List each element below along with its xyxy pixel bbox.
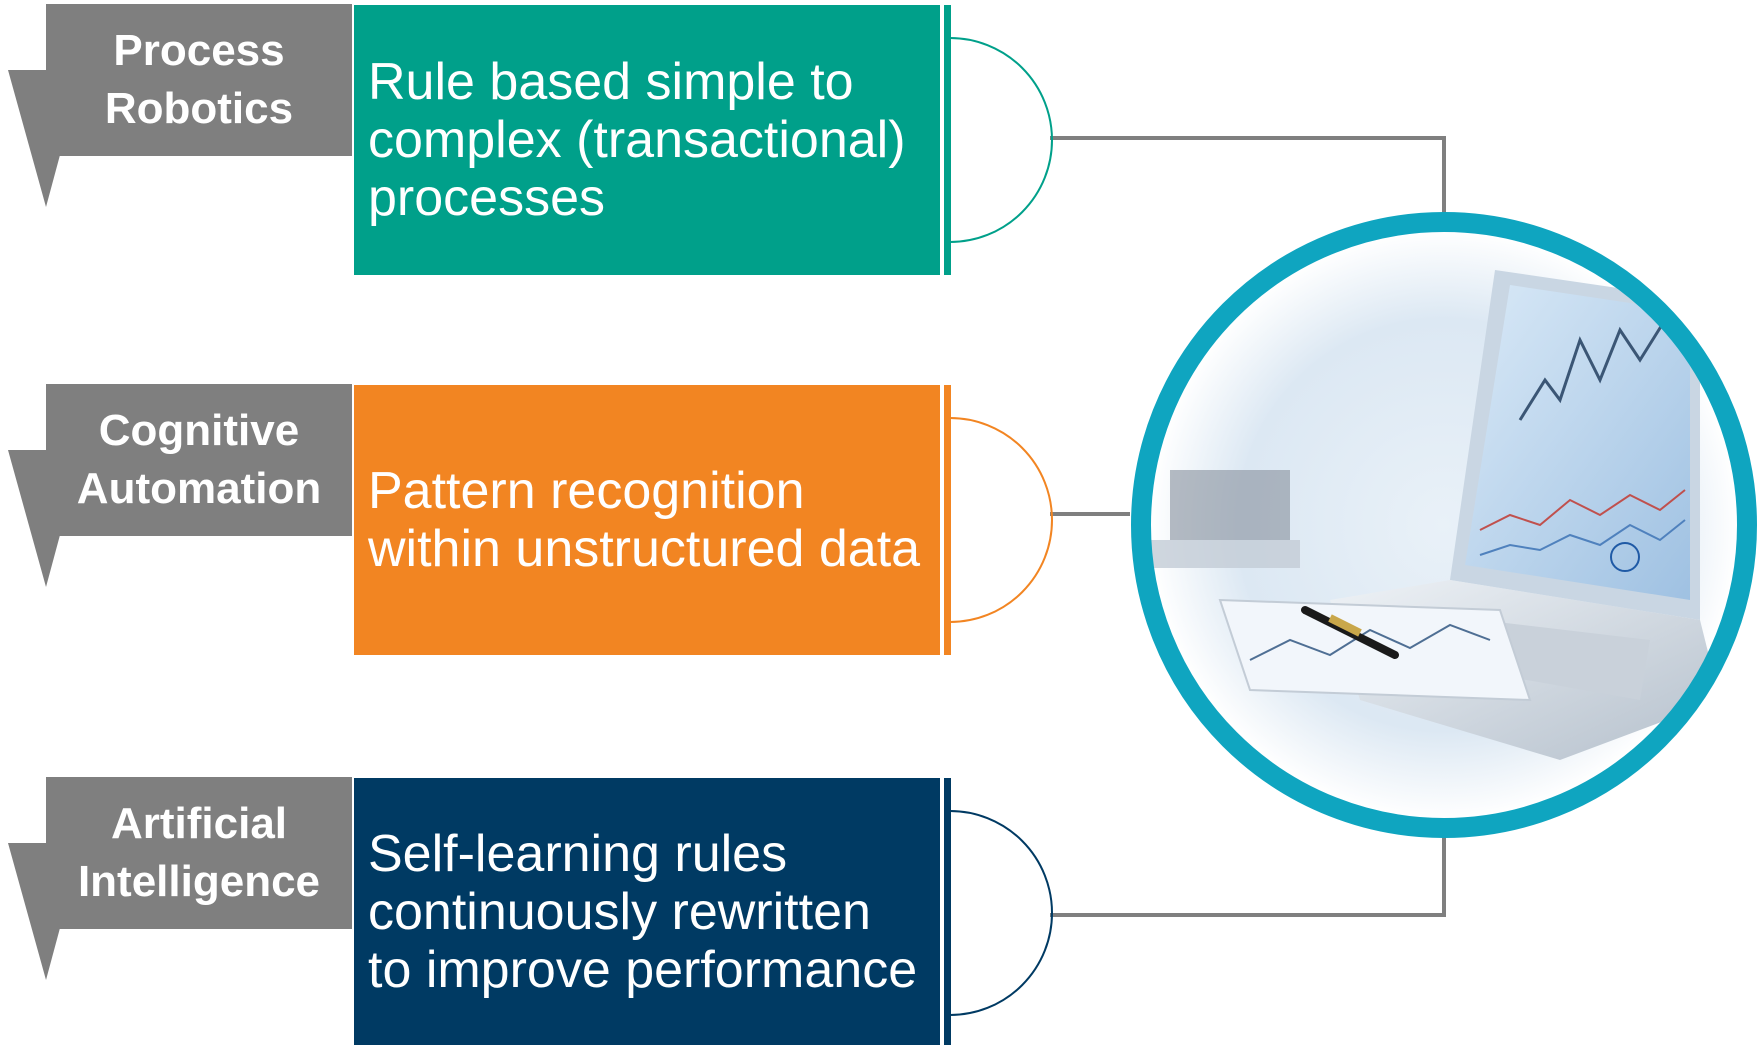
box-description: Self-learning rules continuously rewritt… [368, 825, 917, 999]
box-cognitive-automation: Pattern recognition within unstructured … [354, 385, 940, 655]
box-description: Pattern recognition within unstructured … [368, 462, 920, 578]
connector-row3 [1050, 837, 1446, 917]
description-line: within unstructured data [368, 520, 921, 578]
row3-half-circle [949, 810, 1053, 1016]
description-line: continuously rewritten [368, 882, 871, 941]
tab-process-robotics: Process Robotics [46, 4, 352, 156]
tab-label-line: Intelligence [77, 857, 321, 906]
row1-bracket-bar [944, 5, 951, 275]
tab-label-line: Automation [76, 464, 322, 513]
photo-ring [1131, 212, 1757, 838]
box-artificial-intelligence: Self-learning rules continuously rewritt… [354, 778, 940, 1045]
description-line: Pattern recognition [368, 462, 805, 520]
description-line: Rule based simple to [368, 53, 854, 111]
center-photo [1131, 212, 1757, 838]
laptop-illustration [1150, 270, 1720, 760]
box-description: Rule based simple to complex (transactio… [368, 53, 906, 227]
box-brackets [944, 5, 1053, 1045]
pen-illustration [1301, 606, 1399, 659]
connector-lines [1050, 136, 1446, 917]
description-line: to improve performance [368, 940, 918, 999]
row3-bracket-bar [944, 778, 951, 1045]
row1-half-circle [949, 37, 1053, 243]
tab-label-line: Process [113, 26, 285, 75]
connector-row1 [1050, 136, 1446, 213]
tab-label-line: Artificial [110, 799, 288, 848]
tab-label-line: Robotics [104, 84, 294, 133]
box-process-robotics: Rule based simple to complex (transactio… [354, 5, 940, 275]
tab-artificial-intelligence: Artificial Intelligence [46, 777, 352, 929]
description-line: processes [368, 169, 605, 227]
description-line: Self-learning rules [368, 824, 788, 883]
description-line: complex (transactional) [368, 111, 906, 169]
tab-cognitive-automation: Cognitive Automation [46, 384, 352, 536]
row2-bracket-bar [944, 385, 951, 655]
tab-label-line: Cognitive [98, 406, 300, 455]
row2-half-circle [949, 417, 1053, 623]
